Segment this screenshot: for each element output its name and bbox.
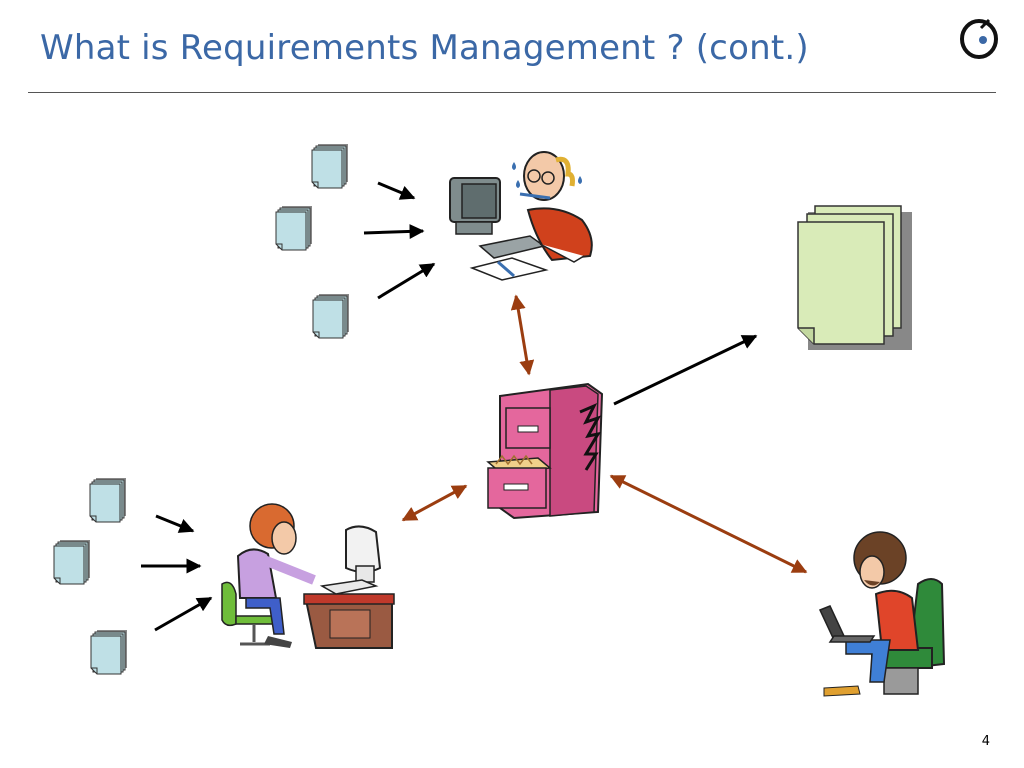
- input-arrows-top: [363, 181, 436, 300]
- filing-cabinet-icon: [486, 382, 604, 520]
- engineer-at-computer-icon: [442, 140, 598, 281]
- sync-arrows: [401, 294, 808, 574]
- page-number: 4: [981, 734, 990, 749]
- output-arrow: [613, 334, 758, 406]
- analyst-at-desk-icon: [216, 490, 396, 652]
- document-stack-icon: [275, 143, 350, 339]
- circle-dot-logo-icon: [960, 18, 998, 59]
- input-arrows-bottom: [141, 514, 213, 632]
- developer-with-laptop-icon: [818, 528, 946, 700]
- title-divider: [28, 92, 996, 93]
- page-title: What is Requirements Management ? (cont.…: [40, 28, 809, 68]
- document-stack-icon: [53, 477, 128, 675]
- requirements-document-icon: [797, 205, 912, 350]
